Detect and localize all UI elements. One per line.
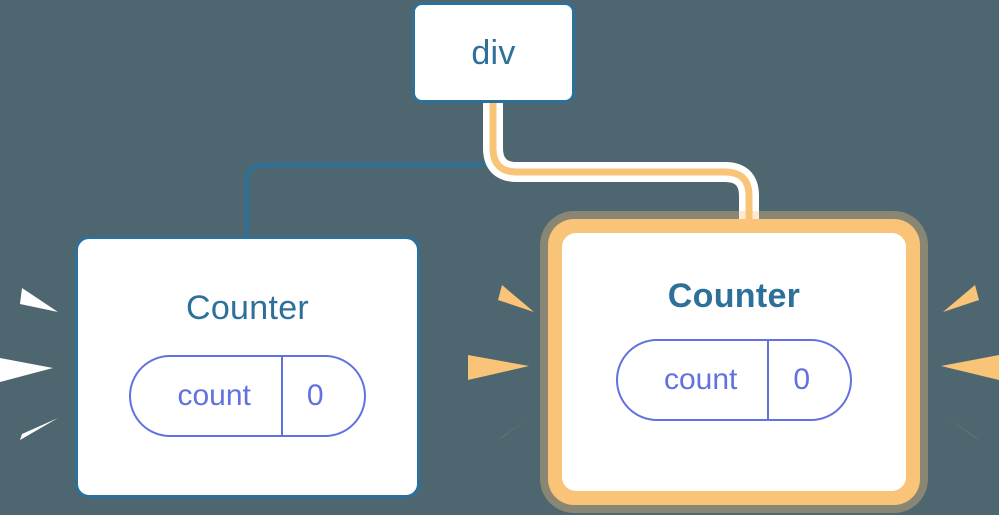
node-div-label: div [471, 33, 516, 72]
sparkle-ray-white-top [20, 288, 58, 312]
sparkle-ray-orange-left-middle [468, 355, 529, 380]
sparkle-ray-orange-right-bottom [943, 415, 979, 440]
edge-div-to-counter-left [245, 101, 495, 238]
sparkle-ray-orange-right-middle [941, 355, 999, 380]
sparkle-ray-orange-right-top [943, 285, 979, 312]
sparkle-ray-white-middle [0, 358, 53, 382]
state-pill-left: count 0 [129, 355, 366, 437]
sparkle-rays-right-counter-left [468, 285, 534, 440]
state-key-left: count [177, 379, 251, 412]
node-counter-right-title: Counter [667, 277, 801, 315]
node-div[interactable]: div [412, 2, 575, 103]
sparkle-ray-orange-left-bottom [498, 415, 534, 440]
node-counter-left[interactable]: Counter count 0 [75, 236, 420, 498]
sparkle-ray-orange-left-top [498, 285, 534, 312]
node-counter-left-title: Counter [185, 289, 310, 327]
state-key-right: count [663, 363, 738, 396]
node-counter-right-highlight[interactable]: Counter count 0 [548, 219, 920, 505]
state-value-right: 0 [767, 341, 850, 419]
sparkle-ray-white-bottom [20, 418, 58, 440]
sparkle-rays-right-counter-right [941, 285, 999, 440]
state-pill-right: count 0 [615, 339, 853, 421]
state-value-left: 0 [280, 357, 364, 435]
sparkle-rays-left-counter [0, 288, 58, 440]
node-counter-right[interactable]: Counter count 0 [562, 233, 906, 491]
